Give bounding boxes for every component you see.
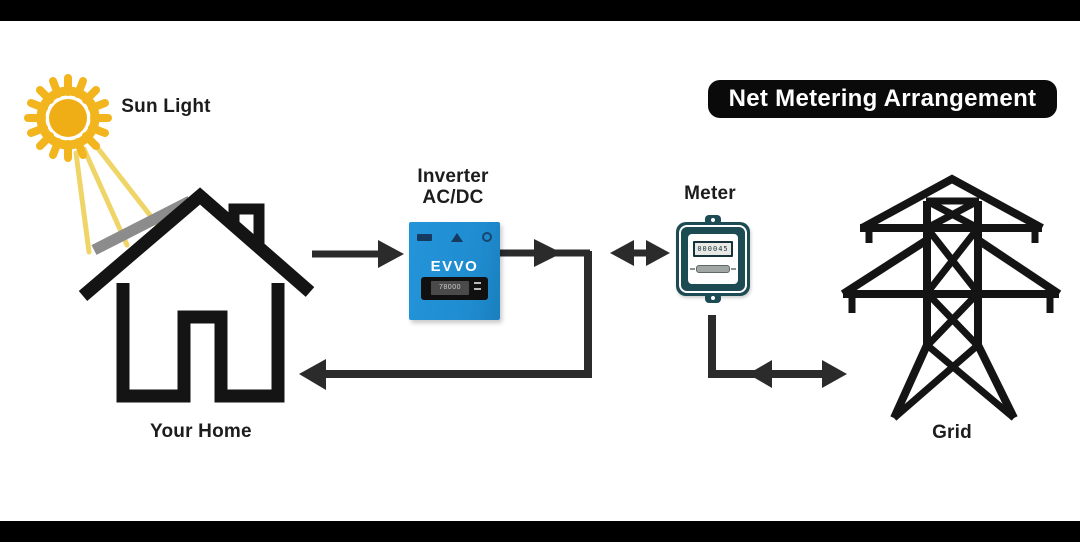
letterbox-bottom: [0, 521, 1080, 542]
tower-x-braces: [924, 197, 981, 349]
flow-arrows: [299, 239, 847, 390]
inverter-led-top: [474, 282, 481, 284]
inverter-fan-ring-icon: [482, 232, 492, 242]
sun-label: Sun Light: [121, 96, 211, 117]
sun-ring: [36, 86, 100, 150]
sun-icon: [24, 74, 163, 255]
inverter-icon: EVVO 78000: [409, 222, 500, 320]
house-walls-door: [116, 283, 285, 403]
inverter-led-bottom: [474, 288, 481, 290]
meter-dial-slot: [696, 265, 730, 273]
home-label: Your Home: [150, 421, 252, 442]
inverter-brand-text: EVVO: [430, 258, 479, 275]
inverter-top-markings: [417, 231, 492, 243]
arrow-inverter-to-junction: [498, 239, 590, 267]
arrow-meter-grid-twoway: [708, 315, 847, 388]
letterbox-top: [0, 0, 1080, 21]
inverter-label-line1: Inverter: [417, 166, 489, 187]
inverter-screen: 78000: [431, 281, 469, 295]
diagram-title: Net Metering Arrangement: [708, 80, 1057, 118]
inverter-label-line2: AC/DC: [422, 187, 484, 208]
inverter-label: Inverter AC/DC: [398, 166, 508, 208]
inverter-small-logo-icon: [417, 233, 432, 241]
arrow-junction-meter-twoway: [610, 240, 670, 266]
house-chimney: [228, 203, 265, 248]
house-roof: [78, 187, 315, 301]
meter-label: Meter: [684, 183, 736, 204]
meter-tick-right: [731, 268, 736, 270]
inverter-display-panel: 78000: [421, 277, 488, 300]
roof-shadow: [91, 196, 193, 255]
home-icon: [78, 187, 315, 403]
meter-face: 000045: [688, 234, 738, 284]
meter-reading-display: 000045: [693, 241, 733, 257]
sun-core: [49, 99, 87, 137]
arrow-return-to-home: [299, 251, 592, 390]
inverter-brand-mark-icon: [451, 232, 463, 242]
meter-icon: 000045: [676, 215, 750, 303]
arrow-home-to-inverter: [312, 240, 404, 268]
meter-mount-lug-bottom: [705, 293, 721, 303]
tower-legs: [890, 342, 1018, 421]
meter-tick-left: [690, 268, 695, 270]
sun-rays-to-roof: [73, 139, 163, 255]
diagram-title-text: Net Metering Arrangement: [728, 85, 1037, 112]
meter-mount-lug-top: [705, 215, 721, 225]
grid-label: Grid: [932, 422, 972, 443]
grid-tower-icon: [840, 174, 1062, 421]
